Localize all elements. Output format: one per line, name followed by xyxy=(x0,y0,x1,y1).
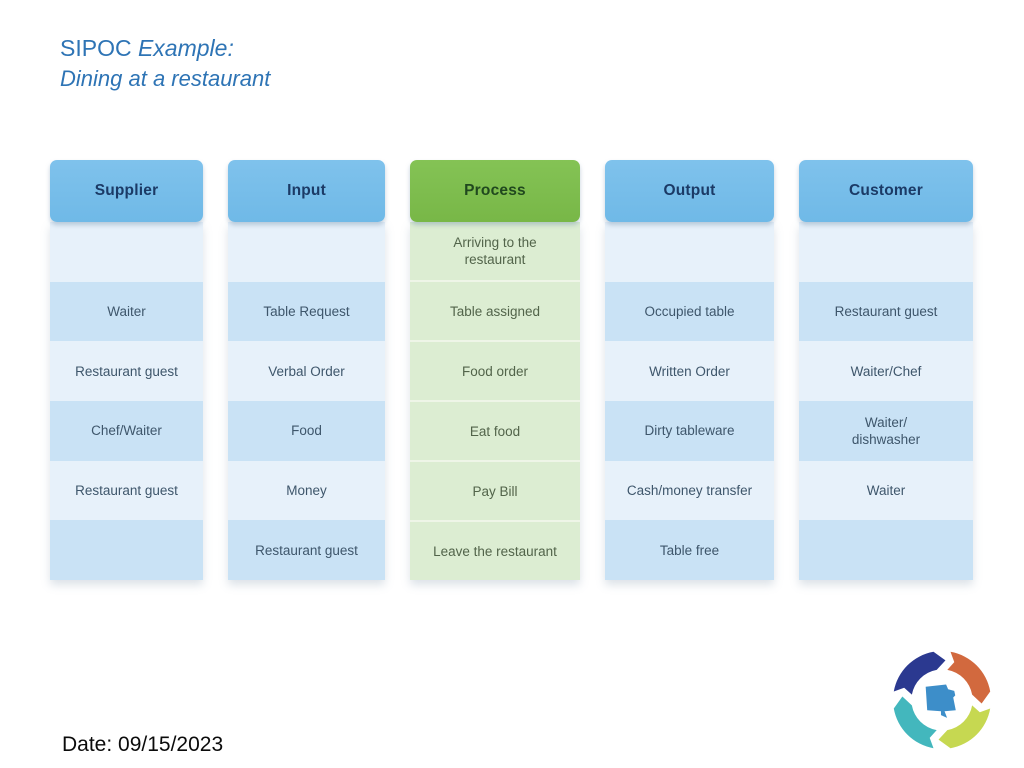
sipoc-cell: Money xyxy=(228,460,385,521)
sipoc-column-header: Customer xyxy=(799,160,973,222)
sipoc-cell-text: Leave the restaurant xyxy=(433,543,557,559)
slide-title: SIPOC Example: Dining at a restaurant xyxy=(60,32,270,94)
sipoc-cell: Waiter/Chef xyxy=(799,341,973,402)
sipoc-cell-text: Cash/money transfer xyxy=(626,483,753,499)
sipoc-cell: Arriving to the restaurant xyxy=(410,222,580,280)
sipoc-cell-text: Money xyxy=(286,483,327,499)
sipoc-cell xyxy=(799,222,973,282)
sipoc-cell: Leave the restaurant xyxy=(410,520,580,580)
sipoc-cell-text: Waiter xyxy=(866,483,906,499)
sipoc-cell-text: Waiter/Chef xyxy=(850,363,922,379)
sipoc-cell: Waiter xyxy=(799,460,973,521)
sipoc-cell-text: Written Order xyxy=(649,363,730,379)
sipoc-cell: Food xyxy=(228,401,385,461)
sipoc-cell-text: Table Request xyxy=(263,304,350,319)
sipoc-column-header: Process xyxy=(410,160,580,222)
sipoc-cell xyxy=(605,222,774,282)
sipoc-cell-text: Dirty tableware xyxy=(644,423,735,439)
sipoc-cell-text: Restaurant guest xyxy=(75,363,178,379)
sipoc-cell: Waiter/ dishwasher xyxy=(799,401,973,461)
date-label: Date: 09/15/2023 xyxy=(62,733,224,756)
sipoc-cell: Chef/Waiter xyxy=(50,401,203,461)
subtitle: Dining at a restaurant xyxy=(60,66,271,91)
sipoc-cell-text: Food xyxy=(291,423,322,439)
title-example: Example: xyxy=(131,35,234,61)
sipoc-cell: Occupied table xyxy=(605,281,774,342)
sipoc-column-header: Output xyxy=(605,160,774,222)
sipoc-cell: Restaurant guest xyxy=(799,281,973,342)
sipoc-cell: Food order xyxy=(410,340,580,400)
sipoc-cell-text: Table free xyxy=(659,542,720,558)
sipoc-cell-text: Restaurant guest xyxy=(75,483,178,499)
sipoc-cell: Table Request xyxy=(228,281,385,342)
sipoc-cell: Eat food xyxy=(410,400,580,460)
sipoc-cell-text: Eat food xyxy=(469,423,521,439)
sipoc-cell xyxy=(50,520,203,581)
sipoc-cell: Cash/money transfer xyxy=(605,460,774,521)
sipoc-cell-text: Waiter xyxy=(107,304,146,319)
sipoc-cell-text: Restaurant guest xyxy=(255,542,358,558)
sipoc-cell-text: Arriving to the restaurant xyxy=(453,235,537,267)
sipoc-cell-text: Waiter/ dishwasher xyxy=(851,414,921,447)
sipoc-cell: Verbal Order xyxy=(228,341,385,402)
sipoc-cell: Restaurant guest xyxy=(50,341,203,402)
sipoc-cell-text: Chef/Waiter xyxy=(91,423,162,439)
missouri-state-icon xyxy=(925,684,956,718)
title-line: SIPOC Example: xyxy=(60,32,270,64)
sipoc-cell-text: Food order xyxy=(461,363,529,379)
missouri-cycle-logo xyxy=(893,651,991,749)
sipoc-cell-text: Occupied table xyxy=(644,304,735,319)
sipoc-cell-text: Restaurant guest xyxy=(834,304,938,319)
sipoc-cell: Table assigned xyxy=(410,280,580,340)
sipoc-column-header: Supplier xyxy=(50,160,203,222)
sipoc-cell xyxy=(799,520,973,581)
sipoc-cell: Pay Bill xyxy=(410,460,580,520)
sipoc-cell: Table free xyxy=(605,520,774,581)
sipoc-cell: Written Order xyxy=(605,341,774,402)
sipoc-cell xyxy=(228,222,385,282)
sipoc-cell-text: Verbal Order xyxy=(268,363,345,379)
sipoc-cell-text: Pay Bill xyxy=(472,483,518,499)
sipoc-cell: Restaurant guest xyxy=(228,520,385,581)
sipoc-cell: Waiter xyxy=(50,281,203,342)
sipoc-cell-text: Table assigned xyxy=(449,303,541,319)
sipoc-cell: Dirty tableware xyxy=(605,401,774,461)
cycle-arrow-bottom-right-icon xyxy=(938,705,991,749)
sipoc-cell xyxy=(50,222,203,282)
sipoc-column-header: Input xyxy=(228,160,385,222)
sipoc-cell: Restaurant guest xyxy=(50,460,203,521)
title-prefix: SIPOC xyxy=(60,35,132,61)
